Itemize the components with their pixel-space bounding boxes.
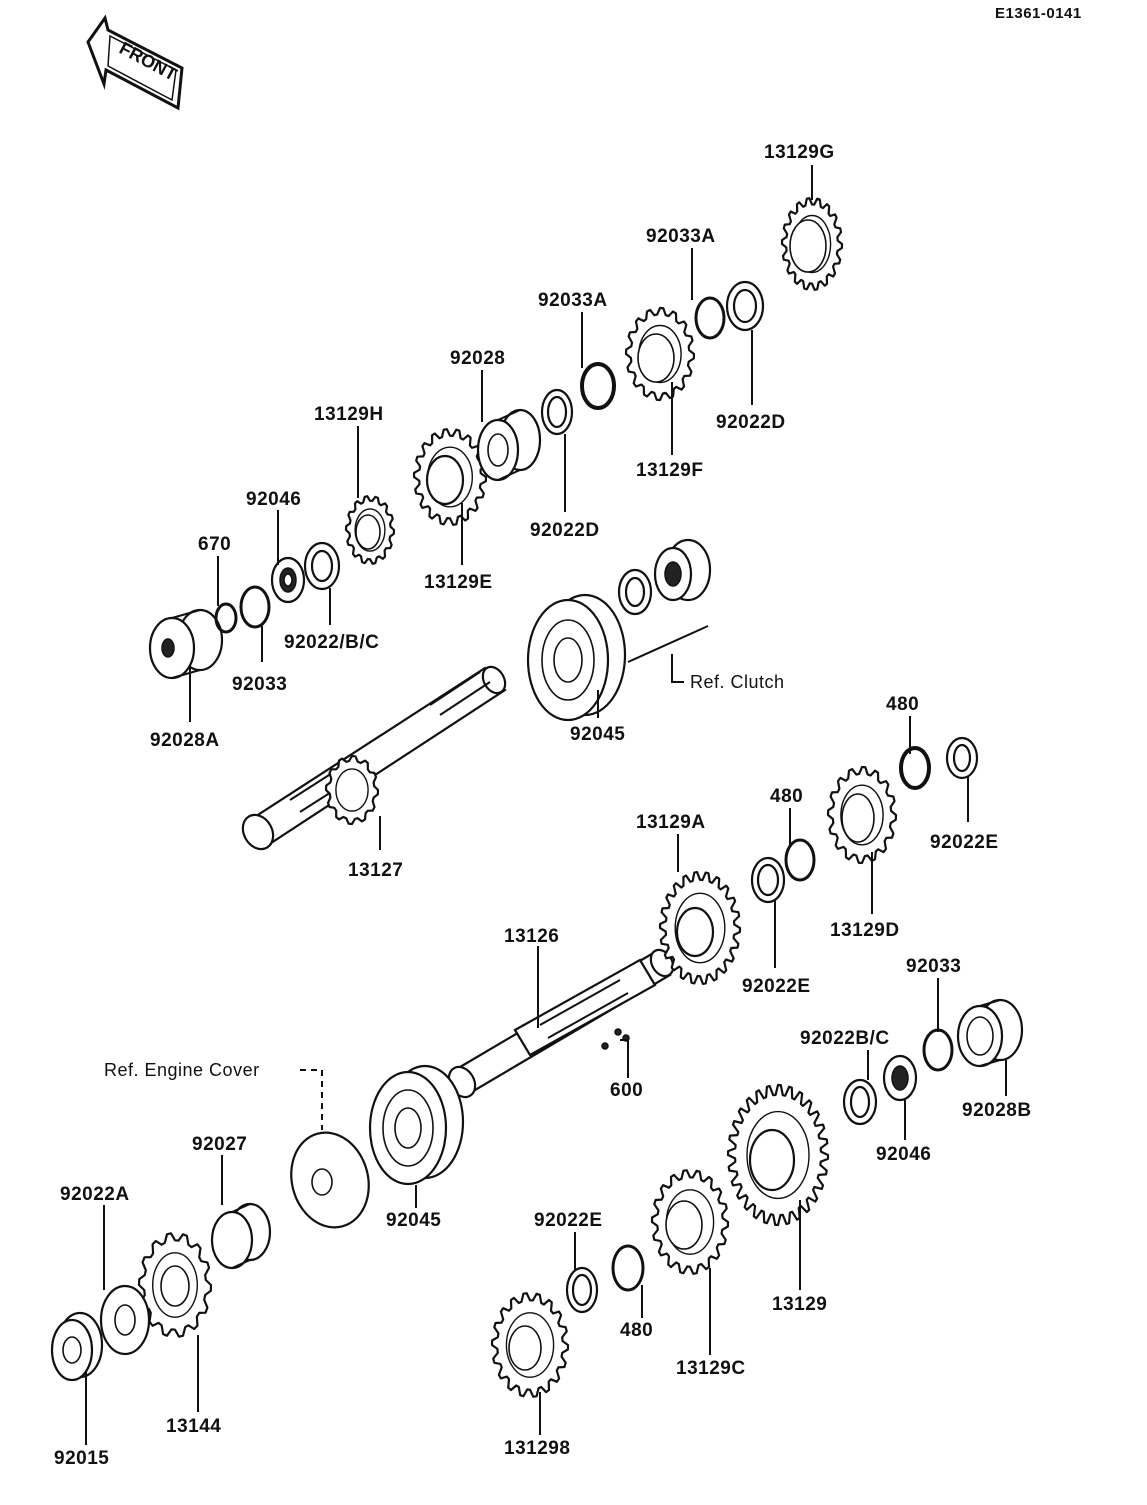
label-600: 600	[610, 1080, 643, 1101]
gear-13129G	[780, 197, 844, 291]
gear-hub	[505, 1312, 555, 1378]
label-92045-bottom: 92045	[386, 1210, 441, 1231]
label-670: 670	[198, 534, 231, 555]
washer-clutch-side	[617, 568, 653, 616]
gear-13129E	[412, 428, 488, 526]
washer-92022BC-right	[842, 1078, 878, 1126]
gear-13129D	[826, 765, 898, 865]
label-ref-engine-cover: Ref. Engine Cover	[104, 1060, 260, 1080]
label-13129F: 13129F	[636, 460, 703, 481]
circlip-480-mid	[784, 838, 816, 882]
gear-hub	[840, 784, 884, 846]
label-92046-right: 92046	[876, 1144, 931, 1165]
washer-92022D-right	[725, 280, 765, 332]
label-92028A: 92028A	[150, 730, 220, 751]
circlip-92033A-left	[580, 362, 616, 410]
label-92045-top: 92045	[570, 724, 625, 745]
gear-hub	[151, 1252, 198, 1318]
gear-13129F	[624, 306, 696, 402]
washer-92022E-right	[945, 736, 979, 780]
nut-92015	[50, 1311, 104, 1382]
sprocket-13144	[137, 1232, 213, 1338]
gear-13129C	[650, 1169, 730, 1275]
label-92022D: 92022D	[530, 520, 600, 541]
gear-13129H	[344, 495, 396, 565]
label-92022E-mid: 92022E	[742, 976, 811, 997]
part-labels: 13129G 92033A 92033A 92028 13129H 92046 …	[54, 142, 1032, 1469]
label-92015: 92015	[54, 1448, 109, 1469]
label-13129B: 131298	[504, 1438, 570, 1459]
label-92022E-right: 92022E	[930, 832, 999, 853]
circlip-92033A-right	[694, 296, 726, 340]
bearing-92045-upper	[526, 593, 627, 722]
gear-hub	[335, 768, 369, 812]
gear-hub	[354, 508, 386, 552]
label-92022BC-right: 92022B/C	[800, 1028, 890, 1049]
shaft-13127	[241, 665, 507, 851]
circlip-480-top	[899, 746, 931, 790]
bushing-92028	[476, 408, 542, 482]
label-92022D-right: 92022D	[716, 412, 786, 433]
circlip-670	[214, 602, 238, 634]
gear-13129B	[490, 1292, 570, 1398]
collar-92027	[210, 1202, 272, 1270]
label-92022E-bottom: 92022E	[534, 1210, 603, 1231]
label-ref-clutch: Ref. Clutch	[690, 672, 785, 692]
label-92027: 92027	[192, 1134, 247, 1155]
label-13129D: 13129D	[830, 920, 900, 941]
label-13127: 13127	[348, 860, 403, 881]
label-13129E: 13129E	[424, 572, 493, 593]
label-92028: 92028	[450, 348, 505, 369]
label-480-bottom: 480	[620, 1320, 653, 1341]
label-13126: 13126	[504, 926, 559, 947]
label-13129H: 13129H	[314, 404, 384, 425]
gear-13129A	[658, 871, 742, 985]
collar-92028A	[148, 608, 224, 680]
label-92022A: 92022A	[60, 1184, 130, 1205]
label-480-mid: 480	[770, 786, 803, 807]
label-92033-right: 92033	[906, 956, 961, 977]
gear-outline	[324, 754, 380, 826]
bearing-92046-right	[882, 1054, 918, 1102]
washer-92022D-left	[540, 388, 574, 436]
shaft-13126	[447, 948, 675, 1099]
label-92033A: 92033A	[538, 290, 608, 311]
label-13129G: 13129G	[764, 142, 835, 163]
label-13129C: 13129C	[676, 1358, 746, 1379]
nut-clutch-side	[653, 538, 712, 602]
washer-92022E-bottom	[565, 1266, 599, 1314]
bearing-92046-upper	[270, 556, 306, 604]
bearing-92045-lower	[368, 1064, 465, 1186]
washer-92022E-mid	[750, 856, 786, 904]
oil-seal-engine-cover	[290, 1131, 370, 1229]
label-92033A-top: 92033A	[646, 226, 716, 247]
label-92022BC-top: 92022/B/C	[284, 632, 379, 653]
washer-92022A	[99, 1284, 151, 1356]
label-13129: 13129	[772, 1294, 827, 1315]
leader-lines	[85, 165, 1007, 1445]
label-13129A: 13129A	[636, 812, 706, 833]
diagram-code: E1361-0141	[995, 5, 1082, 22]
label-92046-top: 92046	[246, 489, 301, 510]
label-92033-top: 92033	[232, 674, 287, 695]
label-92028B: 92028B	[962, 1100, 1032, 1121]
circlip-92033-upper	[239, 585, 271, 629]
gear-13129	[726, 1083, 830, 1227]
collar-92028B	[956, 998, 1024, 1068]
front-arrow-icon: FRONT	[86, 14, 184, 111]
washer-92022BC-upper	[303, 541, 341, 591]
label-480-top: 480	[886, 694, 919, 715]
circlip-480-bottom	[611, 1244, 645, 1292]
label-13144: 13144	[166, 1416, 221, 1437]
gear-hub	[674, 892, 726, 964]
circlip-92033-right	[922, 1028, 954, 1072]
gear-hub	[746, 1110, 810, 1200]
